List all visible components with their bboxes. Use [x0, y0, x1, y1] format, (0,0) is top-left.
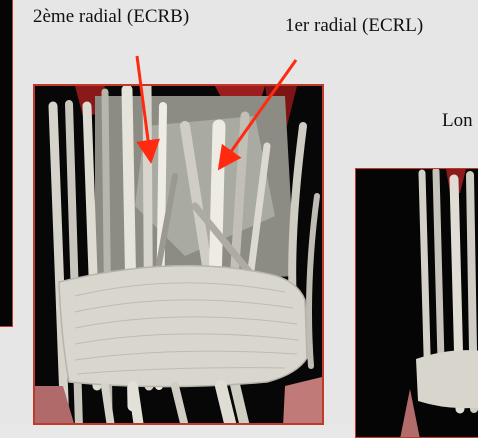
label-ecrb: 2ème radial (ECRB) [33, 6, 189, 28]
label-long-cropped: Lon [442, 110, 473, 132]
wrist-tendons-drawing [35, 86, 324, 425]
slide-canvas: 2ème radial (ECRB) 1er radial (ECRL) Lon [0, 0, 478, 425]
wrist-tendons-illustration [33, 84, 324, 425]
second-tendon-illustration [355, 168, 478, 438]
left-dark-image-edge [0, 0, 13, 327]
second-tendon-drawing [356, 169, 478, 438]
label-ecrl: 1er radial (ECRL) [285, 15, 423, 37]
